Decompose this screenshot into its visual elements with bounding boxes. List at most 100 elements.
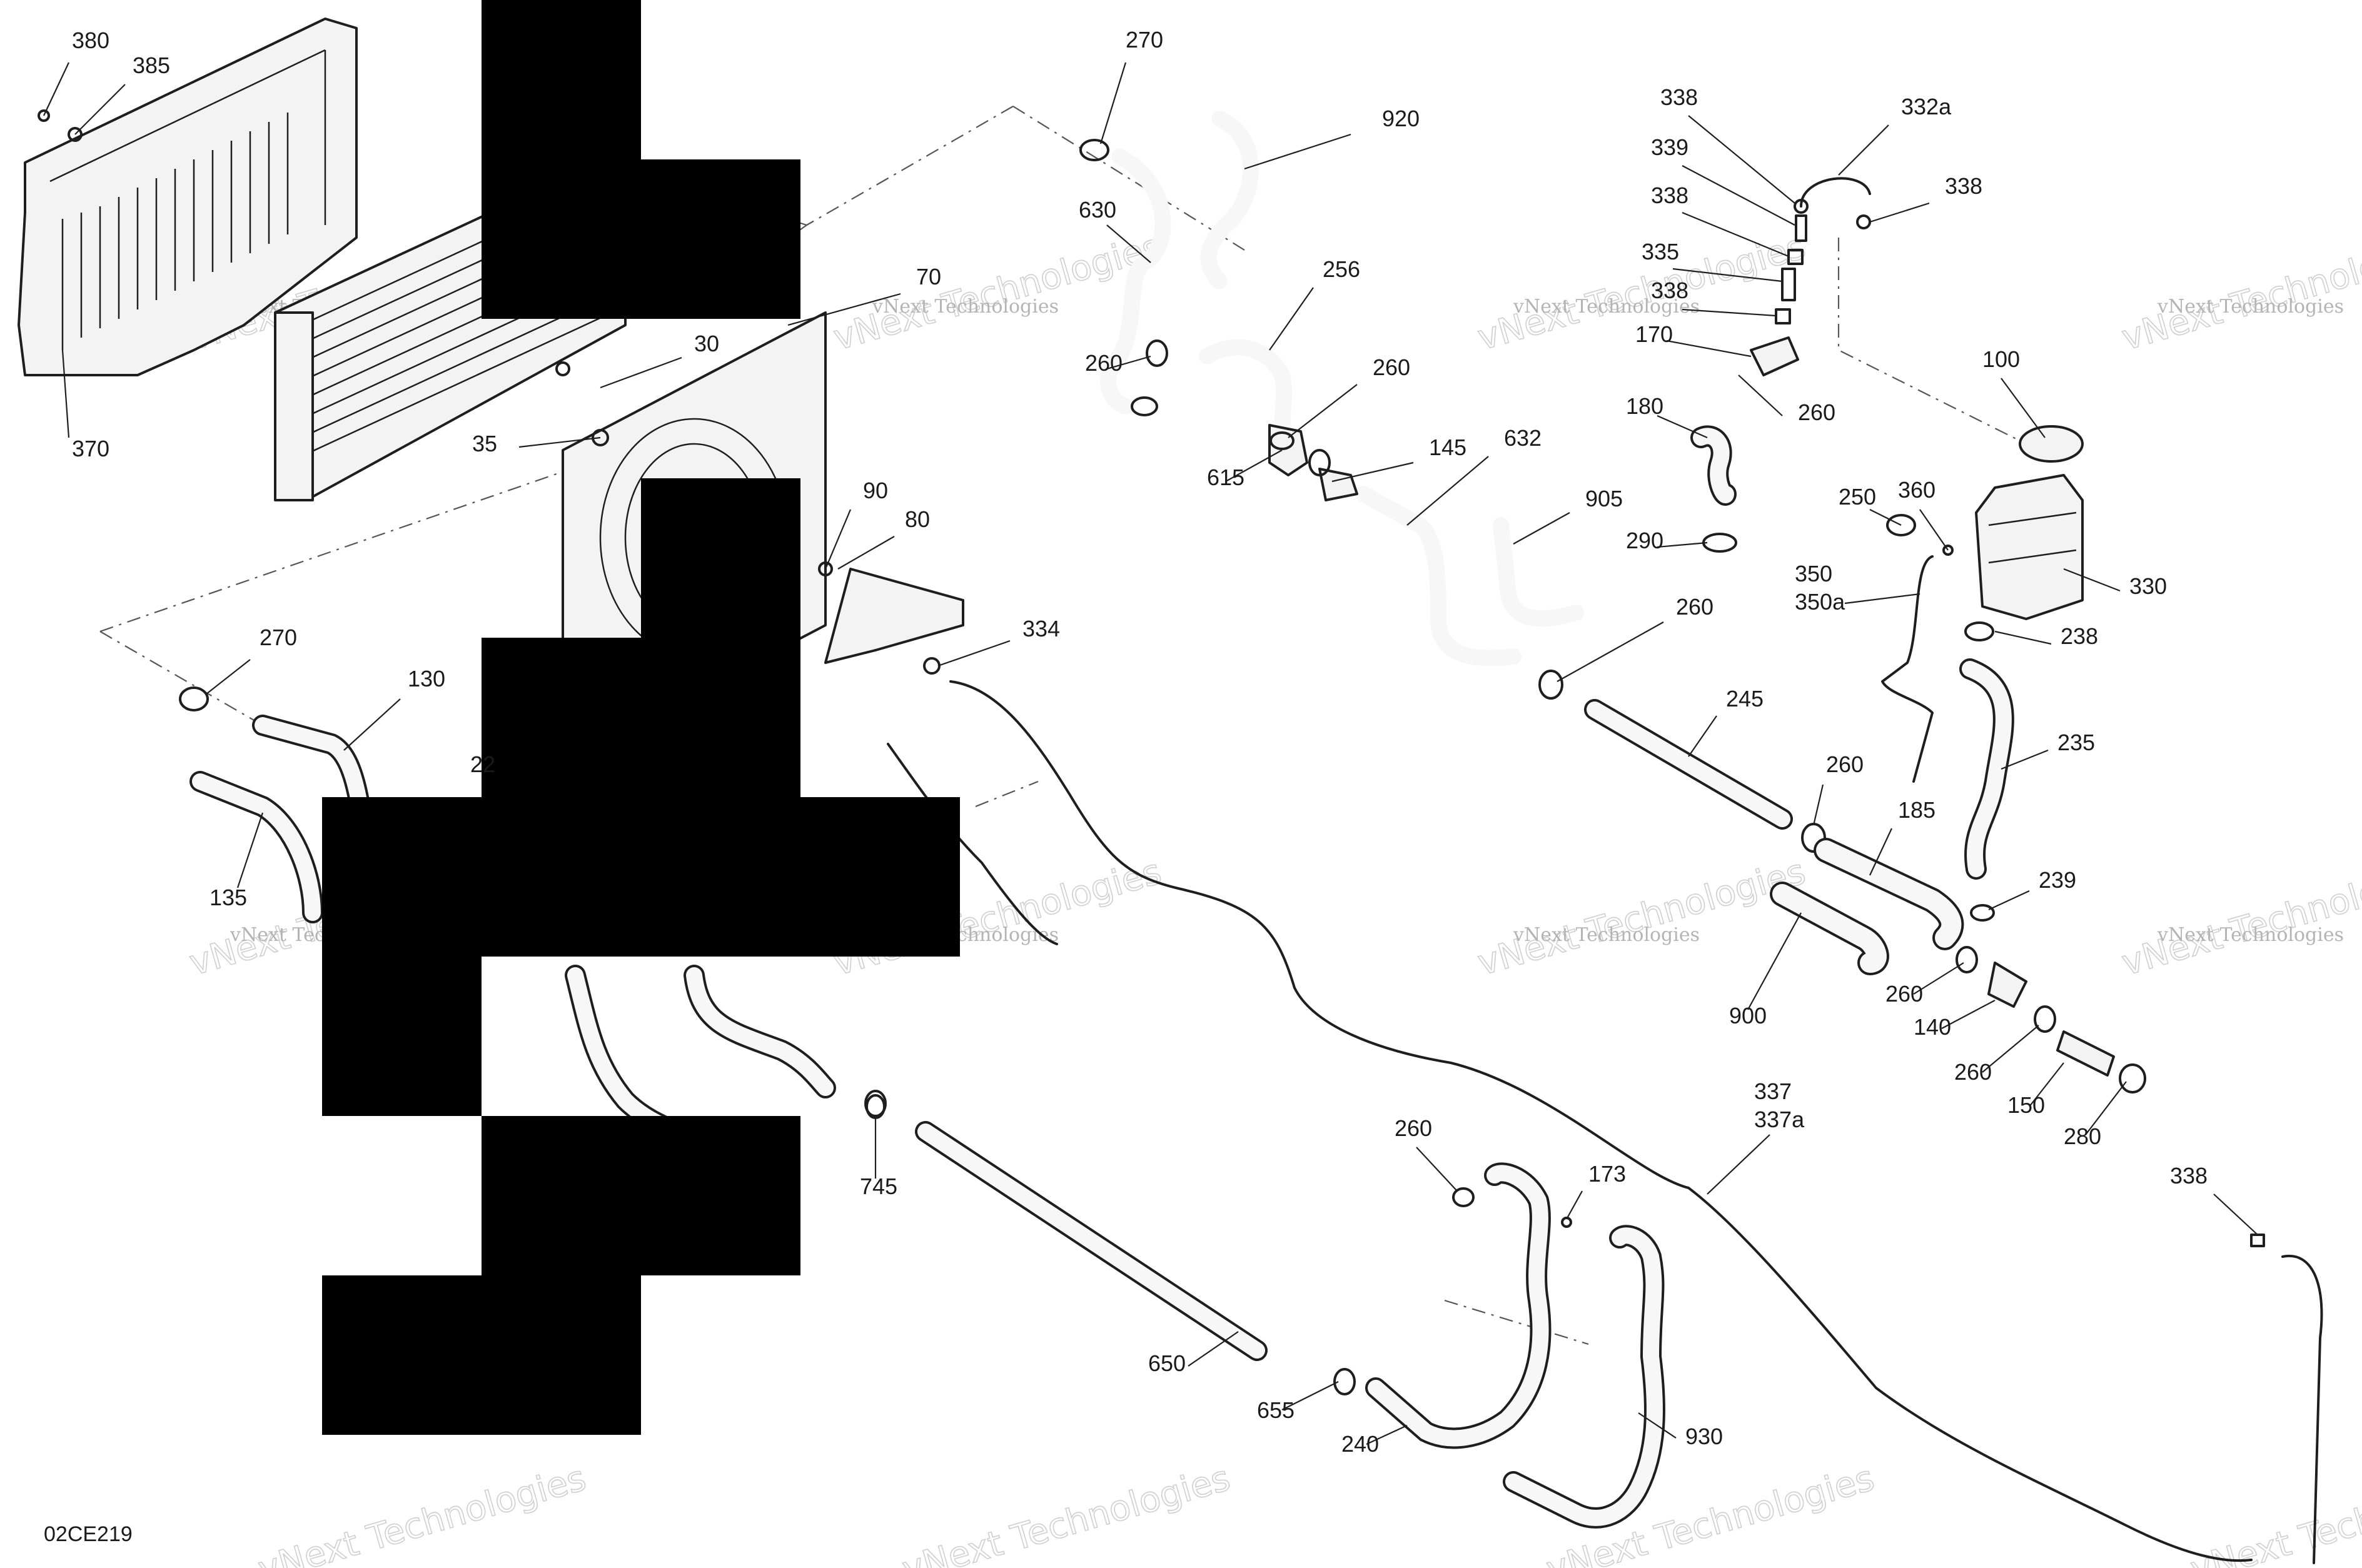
callout-90: 90 [863,478,888,503]
leader-line [1844,593,1920,605]
callout-335: 335 [1642,239,1679,264]
leader-line [1919,509,1949,551]
callout-185: 185 [1898,797,1936,823]
callout-630: 630 [1079,197,1116,223]
callout-260: 260 [1885,981,1923,1007]
leader-line [1281,1381,1339,1410]
callout-350a: 350a [1795,589,1845,615]
watermark-small: vNext Technologies [872,296,1059,318]
leader-line [2063,568,2121,592]
redaction-block [482,0,641,159]
callout-100: 100 [1982,346,2020,372]
leader-line [343,698,401,751]
leader-line [1557,621,1664,682]
leader-line [1513,512,1570,545]
callout-280: 280 [2064,1123,2101,1149]
leader-line [1366,1425,1408,1445]
callout-337a: 337a [1754,1107,1805,1132]
callout-338: 338 [1651,183,1688,208]
upper-hoses [1079,111,1737,700]
callout-145: 145 [1429,435,1466,460]
callout-260: 260 [1954,1059,1992,1085]
leader-line [1244,133,1351,170]
callout-339: 339 [1651,134,1688,160]
leader-line [1672,268,1783,283]
callout-260: 260 [1373,354,1410,380]
callout-350: 350 [1795,561,1832,586]
leader-line [837,536,895,570]
callout-260: 260 [1395,1115,1432,1141]
callout-370: 370 [72,436,109,461]
watermark-small: vNext Technologies [1513,296,1700,318]
watermark-big: vNext Technologies [2186,1458,2362,1568]
leader-line [1657,541,1708,548]
leader-line [1331,461,1414,483]
callout-745: 745 [860,1173,897,1199]
watermark-big: vNext Technologies [2117,852,2362,984]
callout-338: 338 [2170,1163,2208,1189]
leader-line [1688,715,1717,757]
callout-334: 334 [1022,616,1060,641]
leader-line [1188,1331,1239,1367]
callout-35: 35 [472,431,497,456]
redaction-block [482,638,800,797]
callout-290: 290 [1626,528,1663,553]
callout-332a: 332a [1901,94,1952,119]
redaction-block [322,1275,641,1435]
callout-632: 632 [1504,425,1542,451]
leader-line [1288,384,1358,438]
callout-338: 338 [1651,278,1688,303]
callout-170: 170 [1635,321,1673,347]
redaction-block [482,1116,800,1275]
callout-22: 22 [470,751,495,777]
callout-650: 650 [1148,1350,1186,1376]
redaction-block [641,478,800,638]
leader-line [236,812,264,888]
callout-30: 30 [694,331,719,356]
callout-240: 240 [1341,1431,1379,1457]
leader-line [74,84,126,135]
drawing-code: 02CE219 [44,1522,133,1546]
callout-330: 330 [2129,573,2167,599]
leader-line [1269,287,1314,351]
redaction-block [482,159,800,319]
leader-line [1941,1000,1996,1029]
leader-line [1707,1134,1770,1195]
leader-line [1738,374,1783,416]
leader-line [2085,1081,2127,1135]
leader-lines [43,62,2258,1445]
callout-380: 380 [72,28,109,53]
leader-line [1988,890,2030,910]
leader-line [1638,1412,1677,1439]
leader-line [2001,378,2046,438]
callout-labels: 3803853707030359080334270130135222709206… [72,27,2208,1457]
leader-line [1099,62,1127,144]
leader-line [1682,165,1795,226]
callout-150: 150 [2007,1092,2045,1118]
callout-260: 260 [1798,400,1835,425]
leader-line [2029,1062,2064,1107]
callout-655: 655 [1257,1397,1295,1423]
vent-tubes [887,555,2323,1564]
watermark-small: vNext Technologies [2157,924,2344,946]
leader-line [1225,450,1283,482]
callout-338: 338 [1945,173,1982,199]
leader-line [1869,202,1930,223]
radiator-shroud-370 [18,18,358,376]
leader-line [2001,749,2049,770]
redaction-block [322,957,482,1116]
leader-line [61,349,70,438]
callout-270: 270 [1126,27,1163,53]
leader-line [2213,1194,2258,1235]
leader-line [1747,912,1802,1010]
leader-line [1406,456,1489,526]
leader-line [1913,962,1964,995]
watermark-small: vNext Technologies [2157,296,2344,318]
callout-338: 338 [1660,84,1698,110]
callout-337: 337 [1754,1078,1792,1104]
callout-260: 260 [1676,594,1713,620]
callout-80: 80 [905,506,930,532]
callout-930: 930 [1685,1424,1723,1449]
callout-173: 173 [1588,1161,1626,1187]
callout-260: 260 [1826,751,1864,777]
